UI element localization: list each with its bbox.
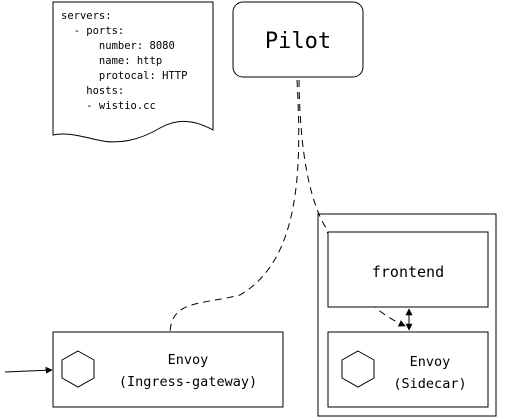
document-shape <box>52 1 214 143</box>
envoy-ingress-node: Envoy (Ingress-gateway) <box>52 331 284 408</box>
doc-line-6: - wistio.cc <box>61 100 156 112</box>
hexagon-icon <box>341 350 375 388</box>
envoy-sidecar-line1: Envoy <box>410 354 451 370</box>
pilot-to-ingress-connector <box>169 79 300 333</box>
pod-container <box>317 213 497 417</box>
hexagon-icon <box>61 350 95 388</box>
envoy-sidecar-node: Envoy (Sidecar) <box>327 331 489 408</box>
pilot-box <box>232 1 364 78</box>
envoy-ingress-box <box>52 331 284 408</box>
frontend-box <box>327 231 489 308</box>
doc-line-1: - ports: <box>61 25 124 37</box>
doc-line-0: servers: <box>61 10 112 22</box>
envoy-ingress-line1: Envoy <box>168 352 209 368</box>
doc-line-4: protocal: HTTP <box>61 70 187 82</box>
envoy-sidecar-box <box>327 331 489 408</box>
config-document: servers: - ports: number: 8080 name: htt… <box>52 1 214 143</box>
frontend-node: frontend <box>327 231 489 308</box>
envoy-sidecar-line2: (Sidecar) <box>393 376 466 392</box>
envoy-ingress-line2: (Ingress-gateway) <box>119 374 257 390</box>
doc-line-5: hosts: <box>61 85 124 97</box>
pilot-node: Pilot <box>232 1 364 78</box>
frontend-label: frontend <box>372 263 444 281</box>
doc-line-3: name: http <box>61 55 162 67</box>
doc-line-2: number: 8080 <box>61 40 175 52</box>
incoming-traffic-arrow <box>4 366 53 374</box>
pilot-label: Pilot <box>265 29 331 54</box>
